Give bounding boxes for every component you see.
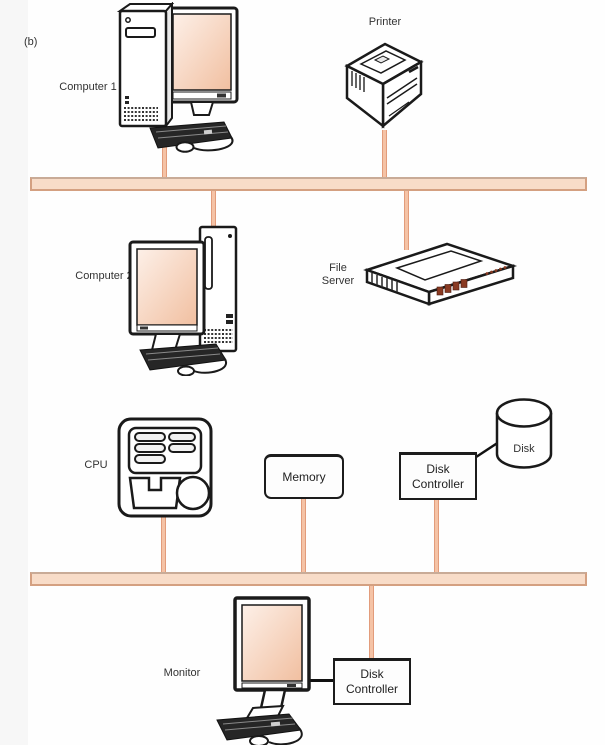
monitor-icon xyxy=(215,596,320,745)
system-bus xyxy=(30,572,587,586)
disk-controller-bottom-box: Disk Controller xyxy=(333,658,411,705)
memory-label: Memory xyxy=(282,469,326,484)
connector-bus-diskcontroller2 xyxy=(369,585,374,659)
computer1-icon xyxy=(112,2,242,154)
file-server-label: File Server xyxy=(321,262,355,287)
connector-bus-computer2 xyxy=(211,190,216,228)
connector-bus-fileserver xyxy=(404,190,409,250)
computer2-icon xyxy=(128,224,243,376)
connector-memory-bus xyxy=(301,498,306,573)
monitor-label: Monitor xyxy=(163,667,201,679)
computer2-label: Computer 2 xyxy=(75,270,133,282)
connector-diskcontroller-bus xyxy=(434,499,439,573)
connector-monitor-diskcontroller2 xyxy=(302,679,334,682)
figure-label: (b) xyxy=(24,36,38,48)
cpu-label: CPU xyxy=(84,459,108,471)
disk-controller-top-box: Disk Controller xyxy=(399,452,477,500)
printer-icon xyxy=(339,36,429,134)
computer1-label: Computer 1 xyxy=(59,81,117,93)
disk-icon xyxy=(492,396,556,474)
connector-computer1-bus xyxy=(162,138,167,178)
disk-label: Disk xyxy=(513,443,535,455)
printer-label: Printer xyxy=(368,16,402,28)
connector-printer-bus xyxy=(382,130,387,178)
cpu-icon xyxy=(116,416,214,519)
file-server-icon xyxy=(355,240,523,312)
network-bus xyxy=(30,177,587,191)
connector-cpu-bus xyxy=(161,515,166,573)
memory-box: Memory xyxy=(264,454,344,499)
page-edge xyxy=(0,0,28,745)
